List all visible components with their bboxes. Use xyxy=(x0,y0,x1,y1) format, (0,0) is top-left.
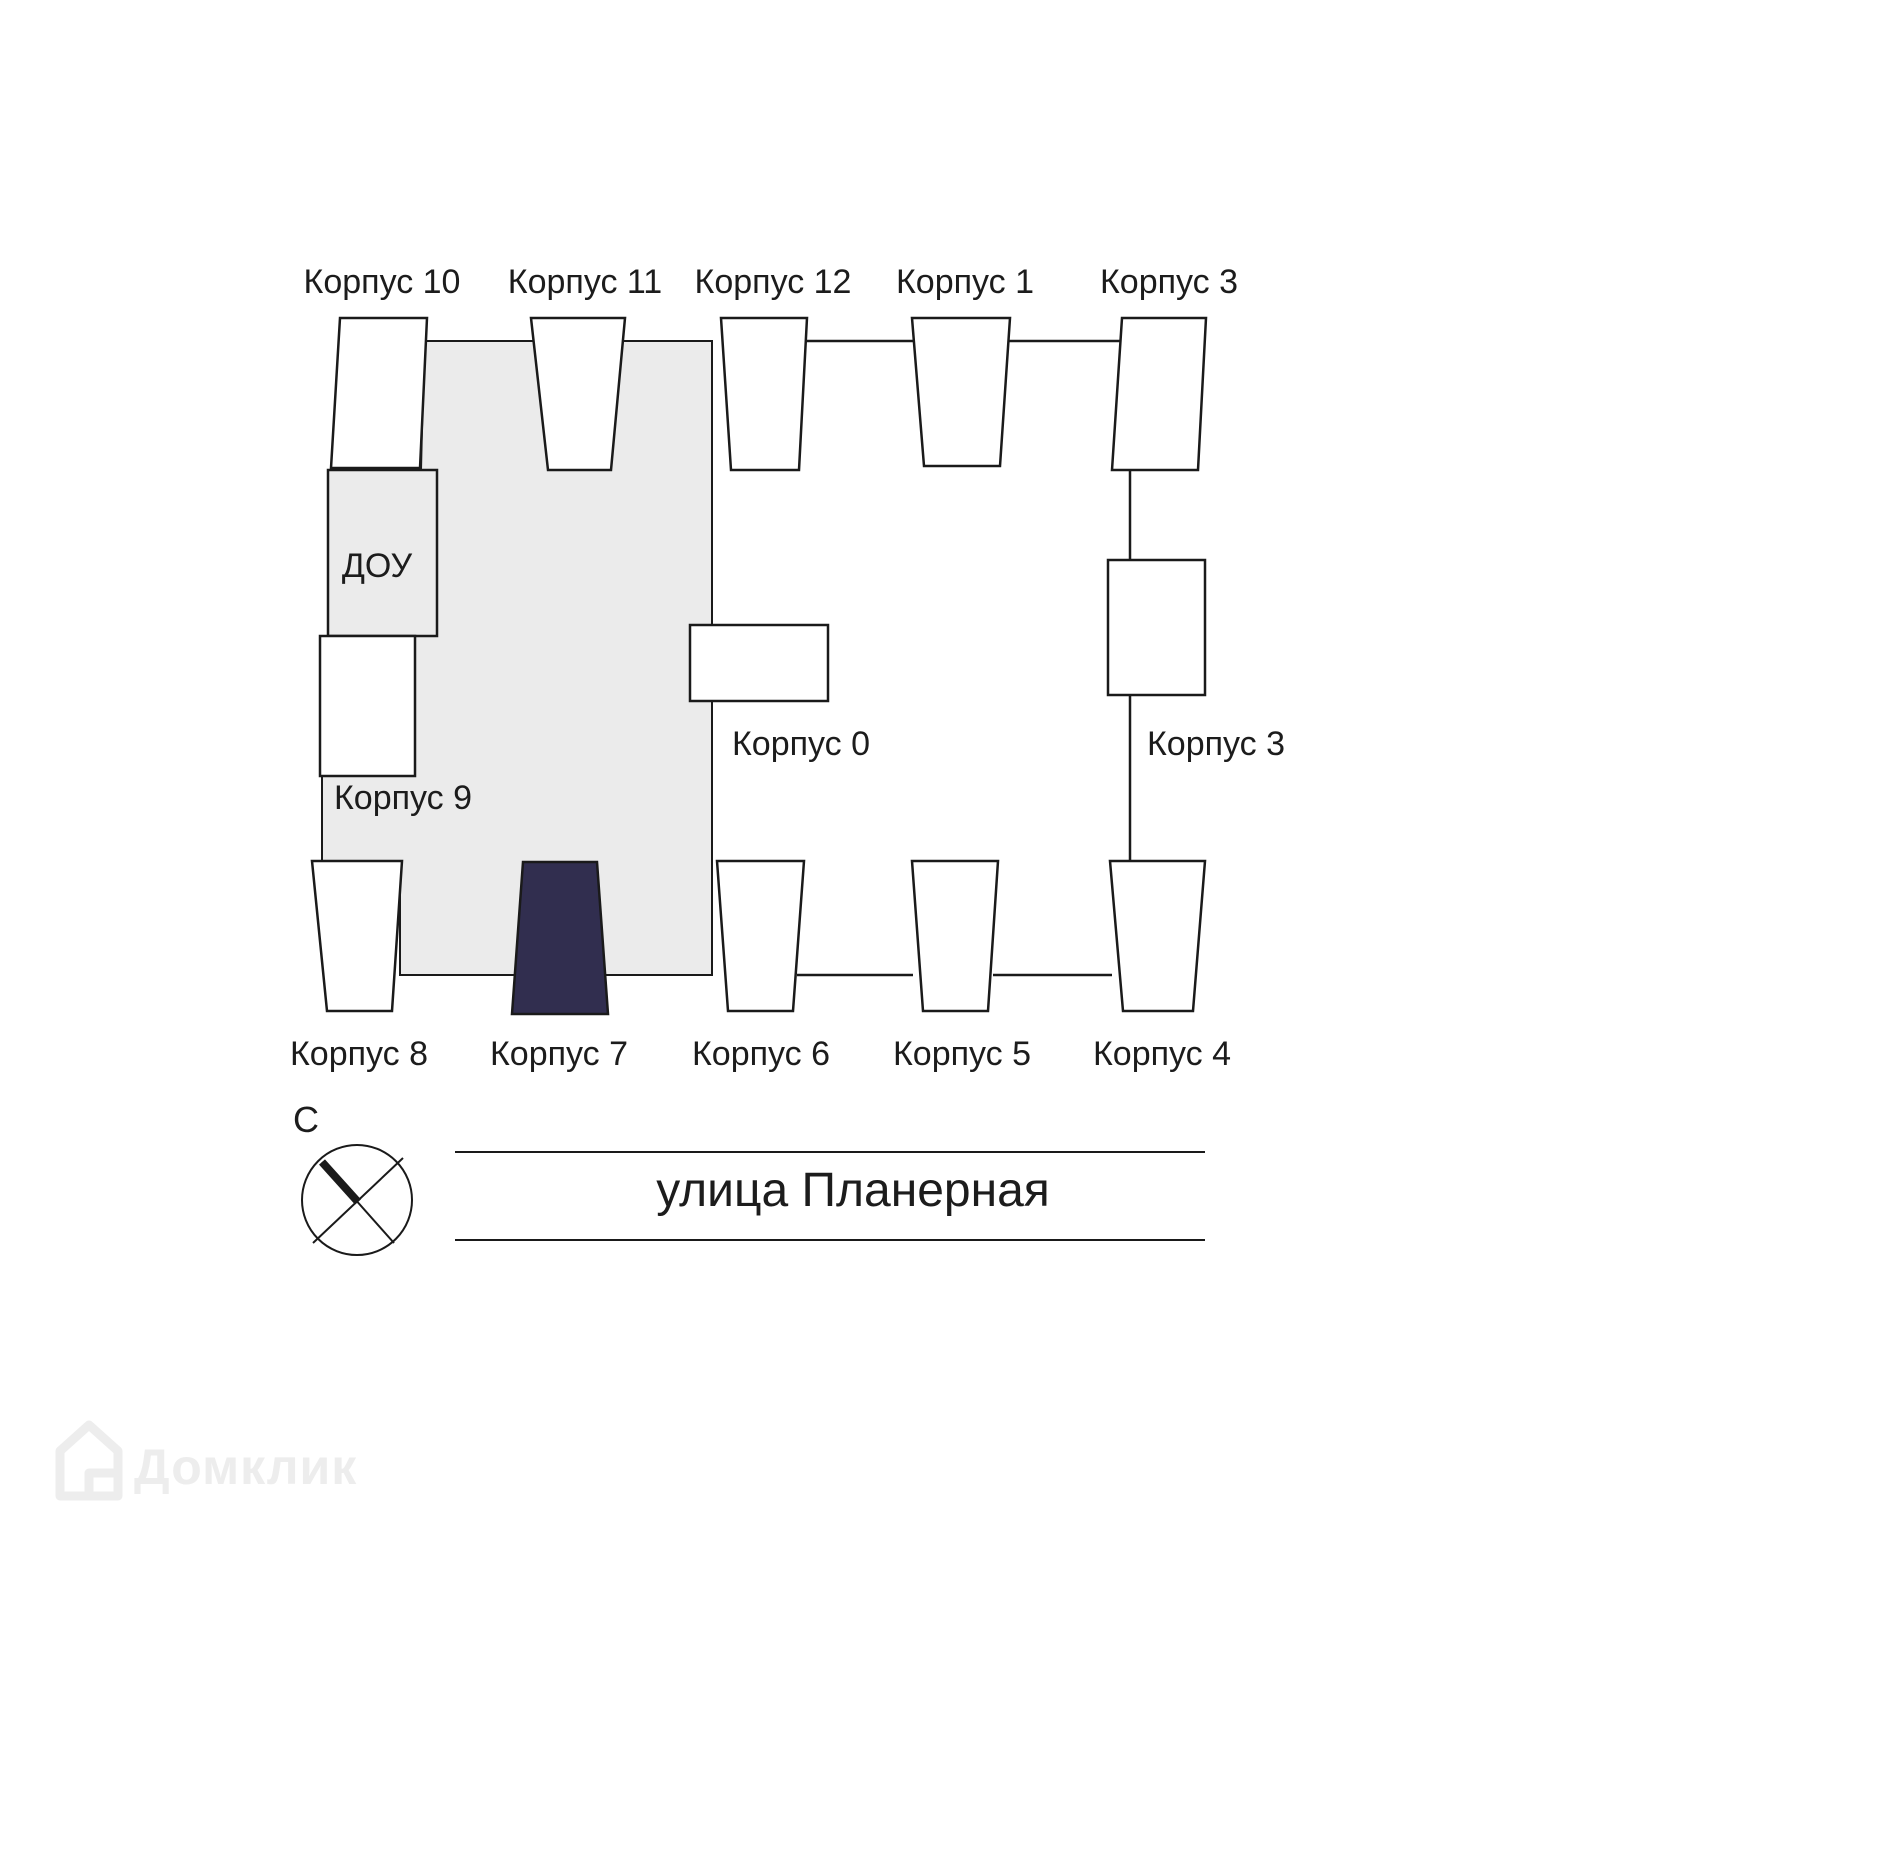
building-daycare[interactable] xyxy=(326,468,439,638)
label-korpus-3-top: Корпус 3 xyxy=(1099,263,1239,301)
label-korpus-1: Корпус 1 xyxy=(895,263,1035,301)
building-korpus-4[interactable] xyxy=(1108,859,1207,1013)
building-korpus-6[interactable] xyxy=(715,859,806,1013)
building-korpus-3-right[interactable] xyxy=(1106,558,1207,697)
watermark-brand: Домклик xyxy=(134,1439,358,1495)
label-korpus-11: Корпус 11 xyxy=(507,263,663,301)
building-korpus-7-selected[interactable] xyxy=(510,860,610,1016)
label-korpus-9: Корпус 9 xyxy=(333,779,473,817)
building-korpus-11[interactable] xyxy=(529,316,627,472)
label-daycare: ДОУ xyxy=(341,547,413,585)
building-korpus-9[interactable] xyxy=(318,634,417,778)
street-name: улица Планерная xyxy=(656,1164,1050,1217)
building-korpus-10[interactable] xyxy=(329,316,429,470)
label-korpus-4: Корпус 4 xyxy=(1092,1035,1232,1073)
building-korpus-8[interactable] xyxy=(310,859,404,1013)
building-korpus-5[interactable] xyxy=(910,859,1000,1013)
label-korpus-0: Корпус 0 xyxy=(731,725,871,763)
building-korpus-12[interactable] xyxy=(719,316,809,472)
label-korpus-7: Корпус 7 xyxy=(489,1035,629,1073)
label-korpus-8: Корпус 8 xyxy=(289,1035,429,1073)
label-korpus-3-right: Корпус 3 xyxy=(1146,725,1286,763)
compass-circle xyxy=(301,1144,413,1256)
building-korpus-0[interactable] xyxy=(688,623,830,703)
house-logo-icon xyxy=(55,1420,123,1501)
label-korpus-10: Корпус 10 xyxy=(303,263,461,301)
compass-north-needle xyxy=(319,1159,361,1205)
building-korpus-1[interactable] xyxy=(910,316,1012,468)
compass-north-label: С xyxy=(293,1099,319,1140)
label-korpus-6: Корпус 6 xyxy=(691,1035,831,1073)
building-korpus-3-top[interactable] xyxy=(1110,316,1208,472)
label-korpus-12: Корпус 12 xyxy=(694,263,852,301)
compass xyxy=(301,1144,413,1256)
label-korpus-5: Корпус 5 xyxy=(892,1035,1032,1073)
